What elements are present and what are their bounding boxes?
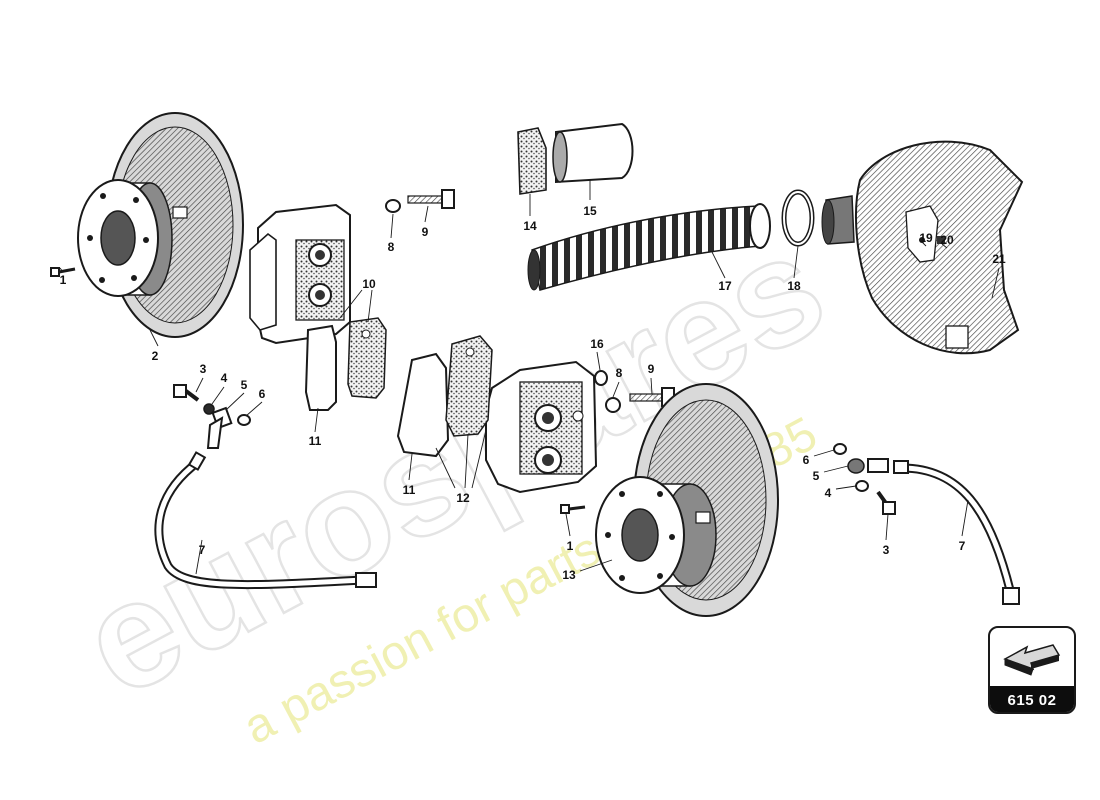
callout-label: 11 bbox=[403, 483, 416, 497]
callout-label: 16 bbox=[590, 337, 604, 351]
callout-label: 3 bbox=[200, 362, 207, 376]
callout-label: 5 bbox=[813, 469, 820, 483]
callout-label: 6 bbox=[803, 453, 810, 467]
page-code: 615 02 bbox=[990, 686, 1074, 712]
callout-label: 9 bbox=[422, 225, 429, 239]
callout-label: 4 bbox=[221, 371, 228, 385]
nav-icon-area bbox=[990, 628, 1074, 686]
callout-label: 8 bbox=[616, 366, 623, 380]
sleeve-part-15 bbox=[552, 122, 634, 184]
brake-caliper-right bbox=[485, 360, 598, 494]
washer-bolt-top bbox=[385, 189, 455, 213]
callout-label: 10 bbox=[362, 277, 376, 291]
callout-label: 13 bbox=[562, 568, 576, 582]
arrow-icon bbox=[1003, 644, 1061, 676]
leader-lines bbox=[59, 180, 1000, 575]
callout-label: 12 bbox=[456, 491, 470, 505]
air-duct-hose bbox=[527, 203, 771, 291]
brake-disc-right bbox=[595, 383, 779, 617]
brake-hose-left bbox=[154, 451, 377, 590]
clip-part-14 bbox=[517, 127, 547, 195]
brake-hose-right bbox=[893, 460, 1020, 605]
callout-label: 1 bbox=[567, 539, 574, 553]
callout-label: 19 bbox=[919, 231, 933, 245]
callout-label: 21 bbox=[992, 252, 1006, 266]
wheel-bolt-left bbox=[50, 267, 76, 277]
page-nav-badge[interactable]: 615 02 bbox=[988, 626, 1076, 714]
banjo-fittings-right bbox=[833, 443, 896, 515]
callout-label: 2 bbox=[152, 349, 159, 363]
brake-pad-set-right bbox=[396, 335, 493, 458]
wheel-bolt-right bbox=[560, 504, 586, 514]
brake-caliper-left bbox=[249, 203, 351, 345]
callout-label: 9 bbox=[648, 362, 655, 376]
callout-label: 3 bbox=[883, 543, 890, 557]
callout-label: 1 bbox=[60, 273, 67, 287]
dust-shield bbox=[821, 140, 1024, 355]
hose-clamp bbox=[781, 189, 815, 247]
brake-pad-set-left bbox=[304, 317, 387, 411]
callout-label: 5 bbox=[241, 378, 248, 392]
brake-disc-left bbox=[77, 112, 244, 338]
callout-label: 20 bbox=[940, 233, 954, 247]
callout-label: 6 bbox=[259, 387, 266, 401]
callout-label: 7 bbox=[959, 539, 966, 553]
callout-label: 4 bbox=[825, 486, 832, 500]
callout-label: 18 bbox=[787, 279, 801, 293]
callout-label: 11 bbox=[309, 434, 322, 448]
banjo-bolt-left bbox=[173, 384, 251, 449]
callouts: 1 2 3 4 5 6 10 11 8 9 14 15 17 18 19 20 … bbox=[60, 204, 1006, 582]
callout-label: 14 bbox=[523, 219, 537, 233]
callout-label: 8 bbox=[388, 240, 395, 254]
callout-label: 7 bbox=[199, 543, 206, 557]
callout-label: 15 bbox=[583, 204, 597, 218]
callout-label: 17 bbox=[718, 279, 732, 293]
